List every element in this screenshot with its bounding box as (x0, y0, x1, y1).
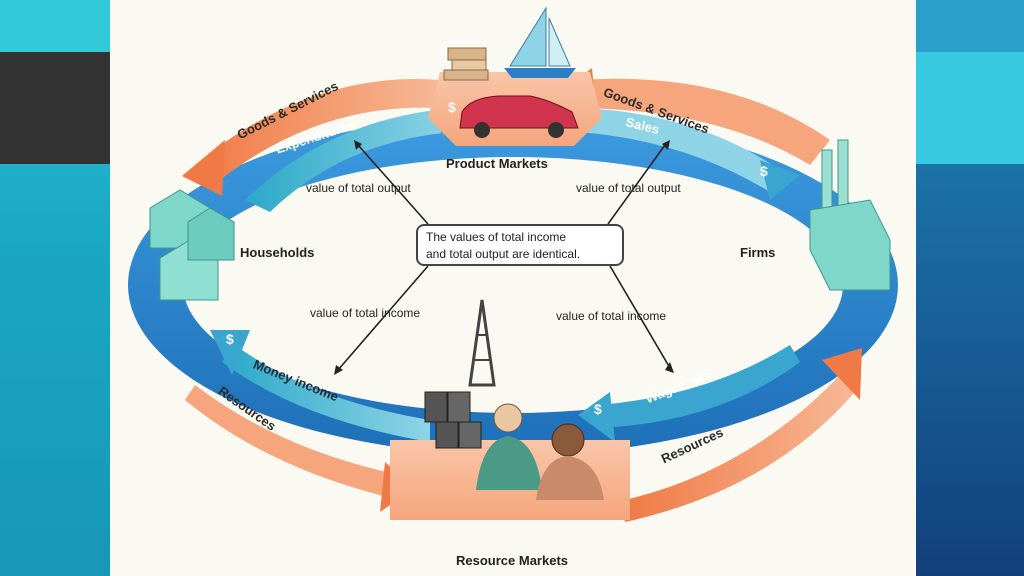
pointer-arrows (337, 144, 671, 371)
car-icon (459, 95, 579, 138)
factory-icon (809, 139, 891, 291)
dollar-sign-top-left: $ (448, 99, 456, 115)
resources-arc-left (185, 385, 400, 500)
wages-arc (600, 345, 800, 428)
background-left-dark-block (0, 52, 110, 164)
slide: $ $ $ $ Product Markets Households Firms… (110, 0, 916, 576)
label-resource-markets: Resource Markets (456, 553, 568, 568)
resources-arc-right (625, 375, 855, 522)
ring-inner-cutout (183, 157, 843, 413)
wages-arrowhead (578, 392, 615, 442)
label-value-output-left: value of total output (306, 181, 411, 195)
label-value-output-right: value of total output (576, 181, 681, 195)
workers-icon (476, 403, 604, 500)
label-product-markets: Product Markets (446, 156, 548, 171)
goods-services-arc-right (580, 78, 830, 165)
money-income-arrowhead (210, 330, 250, 375)
goods-stack-icon (443, 47, 489, 81)
goods-services-arc-left (195, 79, 440, 180)
expenditures-arc (245, 108, 455, 212)
pointer-arrowheads (334, 140, 674, 375)
background-right-band (916, 52, 1024, 164)
sales-arc (578, 108, 780, 192)
label-value-income-right: value of total income (556, 309, 667, 323)
money-income-arc (222, 345, 430, 442)
circular-flow-diagram: $ $ $ $ (128, 6, 898, 522)
resources-arrowhead-right (822, 348, 862, 400)
identity-line-1: The values of total income (426, 230, 567, 244)
dollar-sign-top-right: $ (760, 163, 768, 179)
identity-statement-box: The values of total income and total out… (416, 224, 624, 266)
label-firms: Firms (740, 245, 776, 260)
background-right-top-band (916, 0, 1024, 52)
goods-services-arrowhead-left (182, 140, 225, 196)
dollar-sign-bottom-right: $ (594, 401, 602, 417)
dollar-sign-bottom-left: $ (226, 331, 234, 347)
sales-arrowhead (760, 160, 800, 200)
label-households: Households (240, 245, 315, 260)
label-value-income-left: value of total income (310, 306, 421, 320)
oil-derrick-icon (468, 299, 496, 387)
houses-icon (149, 189, 235, 301)
background-left-band (0, 0, 110, 52)
barrels-icon (424, 391, 482, 449)
sailboat-icon (504, 6, 576, 78)
identity-line-2: and total output are identical. (426, 247, 581, 261)
